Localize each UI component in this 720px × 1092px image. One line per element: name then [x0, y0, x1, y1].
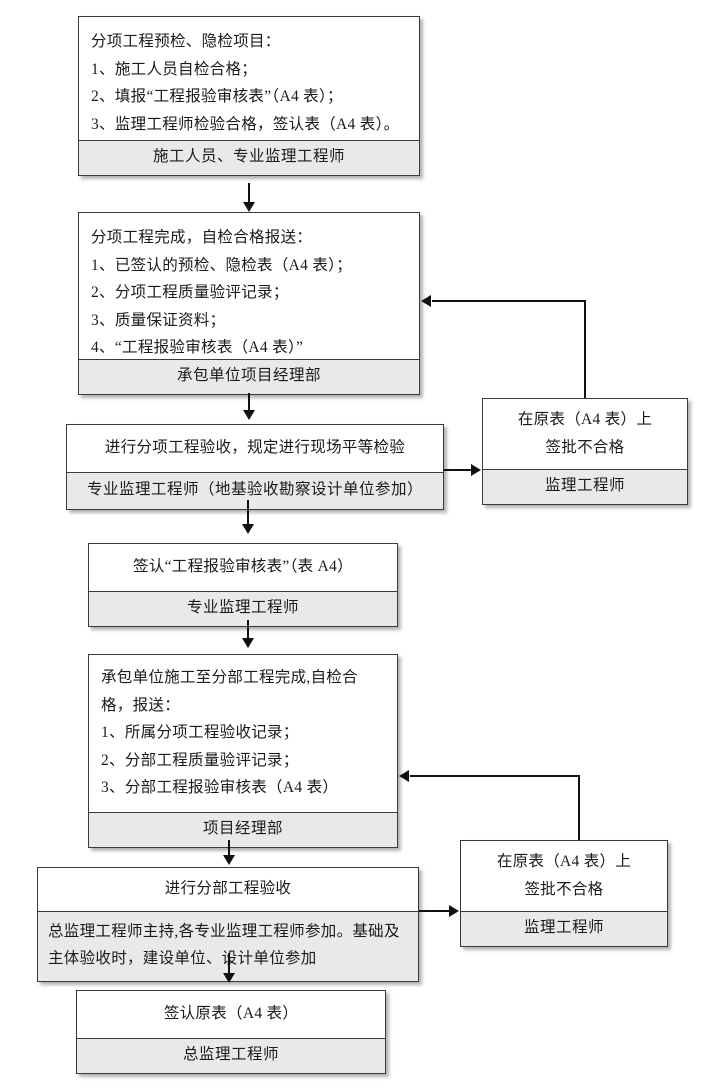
- node-pre-inspection-line-0: 分项工程预检、隐检项目：: [91, 33, 281, 50]
- connector-subitem-to-acceptance-line: [248, 393, 250, 411]
- node-division-acceptance-footer-wrap: 总监理工程师主持,各专业监理工程师参加。基础及主体验收时，建设单位、设计单位参加: [38, 910, 418, 981]
- connector-division-acceptance-to-sign-line: [228, 953, 230, 975]
- connector-division-to-division-acceptance-arrowhead: [222, 855, 235, 865]
- node-sign-original-line-0: 签认原表（A4 表）: [163, 1005, 299, 1022]
- node-subitem-acceptance-line-0: 进行分项工程验收，规定进行现场平等检验: [104, 439, 406, 456]
- connector-acceptance-to-sign-form-arrowhead: [241, 524, 254, 534]
- node-sign-form-body: 签认“工程报验审核表”（表 A4）: [89, 544, 397, 591]
- connector-division-acceptance-to-reject-line: [419, 910, 450, 912]
- node-pre-inspection-line-1: 1、施工人员自检合格；: [91, 60, 258, 78]
- node-subitem-complete-line-1: 1、已签认的预检、隐检表（A4 表）；: [91, 256, 353, 274]
- connector-pre-to-subitem-line: [248, 183, 250, 205]
- connector-reject-upper-feedback-arrowhead: [421, 294, 431, 307]
- connector-division-acceptance-to-sign-arrowhead: [222, 973, 235, 983]
- connector-pre-to-subitem-arrowhead: [242, 202, 255, 212]
- connector-reject-upper-feedback-horizontal: [432, 300, 586, 302]
- node-reject-lower-body: 在原表（A4 表）上 签批不合格: [461, 841, 667, 912]
- node-division-acceptance-line-0: 进行分部工程验收: [164, 880, 292, 897]
- node-pre-inspection[interactable]: 分项工程预检、隐检项目： 1、施工人员自检合格； 2、填报“工程报验审核表”（A…: [78, 16, 420, 176]
- node-subitem-acceptance[interactable]: 进行分项工程验收，规定进行现场平等检验 专业监理工程师（地基验收勘察设计单位参加…: [66, 424, 444, 510]
- node-reject-lower-footer: 监理工程师: [461, 911, 667, 947]
- node-reject-upper-body: 在原表（A4 表）上 签批不合格: [483, 399, 687, 470]
- node-pre-inspection-line-3: 3、监理工程师检验合格，签认表（A4 表）。: [91, 115, 400, 133]
- node-reject-lower-line-0: 在原表（A4 表）上: [496, 853, 632, 870]
- node-subitem-complete-line-4: 4、“工程报验审核表（A4 表）”: [91, 339, 304, 357]
- node-sign-original[interactable]: 签认原表（A4 表） 总监理工程师: [76, 990, 386, 1074]
- node-sign-form[interactable]: 签认“工程报验审核表”（表 A4） 专业监理工程师: [88, 543, 398, 627]
- node-division-complete-line-2: 1、所属分项工程验收记录；: [101, 724, 299, 742]
- connector-division-acceptance-to-reject-arrowhead: [449, 904, 459, 917]
- node-division-complete[interactable]: 承包单位施工至分部工程完成,自检合 格，报送： 1、所属分项工程验收记录； 2、…: [88, 654, 398, 848]
- node-reject-lower-line-1: 签批不合格: [524, 880, 604, 898]
- node-sign-original-footer: 总监理工程师: [77, 1037, 385, 1073]
- node-reject-upper[interactable]: 在原表（A4 表）上 签批不合格 监理工程师: [482, 398, 688, 506]
- node-subitem-complete-line-2: 2、分项工程质量验评记录；: [91, 284, 289, 302]
- node-subitem-acceptance-body: 进行分项工程验收，规定进行现场平等检验: [67, 425, 443, 472]
- connector-reject-lower-feedback-arrowhead: [399, 769, 409, 782]
- connector-reject-upper-feedback-vertical: [584, 301, 586, 399]
- node-pre-inspection-footer: 施工人员、专业监理工程师: [79, 140, 419, 175]
- node-division-complete-line-3: 2、分部工程质量验评记录；: [101, 751, 299, 769]
- node-sign-form-footer: 专业监理工程师: [89, 590, 397, 626]
- connector-acceptance-to-reject-upper-arrowhead: [471, 463, 481, 476]
- connector-division-to-division-acceptance-line: [228, 840, 230, 858]
- node-subitem-complete-line-3: 3、质量保证资料；: [91, 311, 226, 329]
- connector-sign-form-to-division-line: [247, 620, 249, 640]
- node-division-complete-line-0: 承包单位施工至分部工程完成,自检合: [101, 669, 358, 686]
- node-pre-inspection-line-2: 2、填报“工程报验审核表”（A4 表）；: [91, 88, 343, 106]
- node-reject-upper-line-0: 在原表（A4 表）上: [517, 411, 653, 428]
- node-division-complete-line-1: 格，报送：: [101, 696, 181, 714]
- connector-subitem-to-acceptance-arrowhead: [242, 410, 255, 420]
- connector-acceptance-to-sign-form-line: [247, 500, 249, 526]
- connector-sign-form-to-division-arrowhead: [241, 638, 254, 648]
- connector-reject-lower-feedback-vertical: [578, 776, 580, 842]
- node-division-acceptance-footer: 总监理工程师主持,各专业监理工程师参加。基础及主体验收时，建设单位、设计单位参加: [48, 922, 400, 968]
- node-reject-upper-line-1: 签批不合格: [545, 438, 625, 456]
- node-division-complete-body: 承包单位施工至分部工程完成,自检合 格，报送： 1、所属分项工程验收记录； 2、…: [89, 655, 397, 812]
- node-reject-lower[interactable]: 在原表（A4 表）上 签批不合格 监理工程师: [460, 840, 668, 948]
- node-subitem-complete[interactable]: 分项工程完成，自检合格报送： 1、已签认的预检、隐检表（A4 表）； 2、分项工…: [78, 212, 420, 395]
- node-subitem-complete-footer: 承包单位项目经理部: [79, 359, 419, 394]
- connector-acceptance-to-reject-upper-line: [444, 469, 472, 471]
- node-sign-form-line-0: 签认“工程报验审核表”（表 A4）: [133, 558, 353, 575]
- node-sign-original-body: 签认原表（A4 表）: [77, 991, 385, 1038]
- node-pre-inspection-body: 分项工程预检、隐检项目： 1、施工人员自检合格； 2、填报“工程报验审核表”（A…: [79, 17, 419, 140]
- connector-reject-lower-feedback-horizontal: [410, 775, 580, 777]
- node-subitem-complete-body: 分项工程完成，自检合格报送： 1、已签认的预检、隐检表（A4 表）； 2、分项工…: [79, 213, 419, 359]
- node-division-complete-footer: 项目经理部: [89, 811, 397, 847]
- node-subitem-acceptance-footer: 专业监理工程师（地基验收勘察设计单位参加）: [67, 471, 443, 509]
- node-division-acceptance[interactable]: 进行分部工程验收 总监理工程师主持,各专业监理工程师参加。基础及主体验收时，建设…: [37, 867, 419, 982]
- node-division-acceptance-body: 进行分部工程验收: [38, 868, 418, 911]
- node-reject-upper-footer: 监理工程师: [483, 469, 687, 505]
- node-division-complete-line-4: 3、分部工程报验审核表（A4 表）: [101, 779, 339, 797]
- node-subitem-complete-line-0: 分项工程完成，自检合格报送：: [91, 229, 313, 246]
